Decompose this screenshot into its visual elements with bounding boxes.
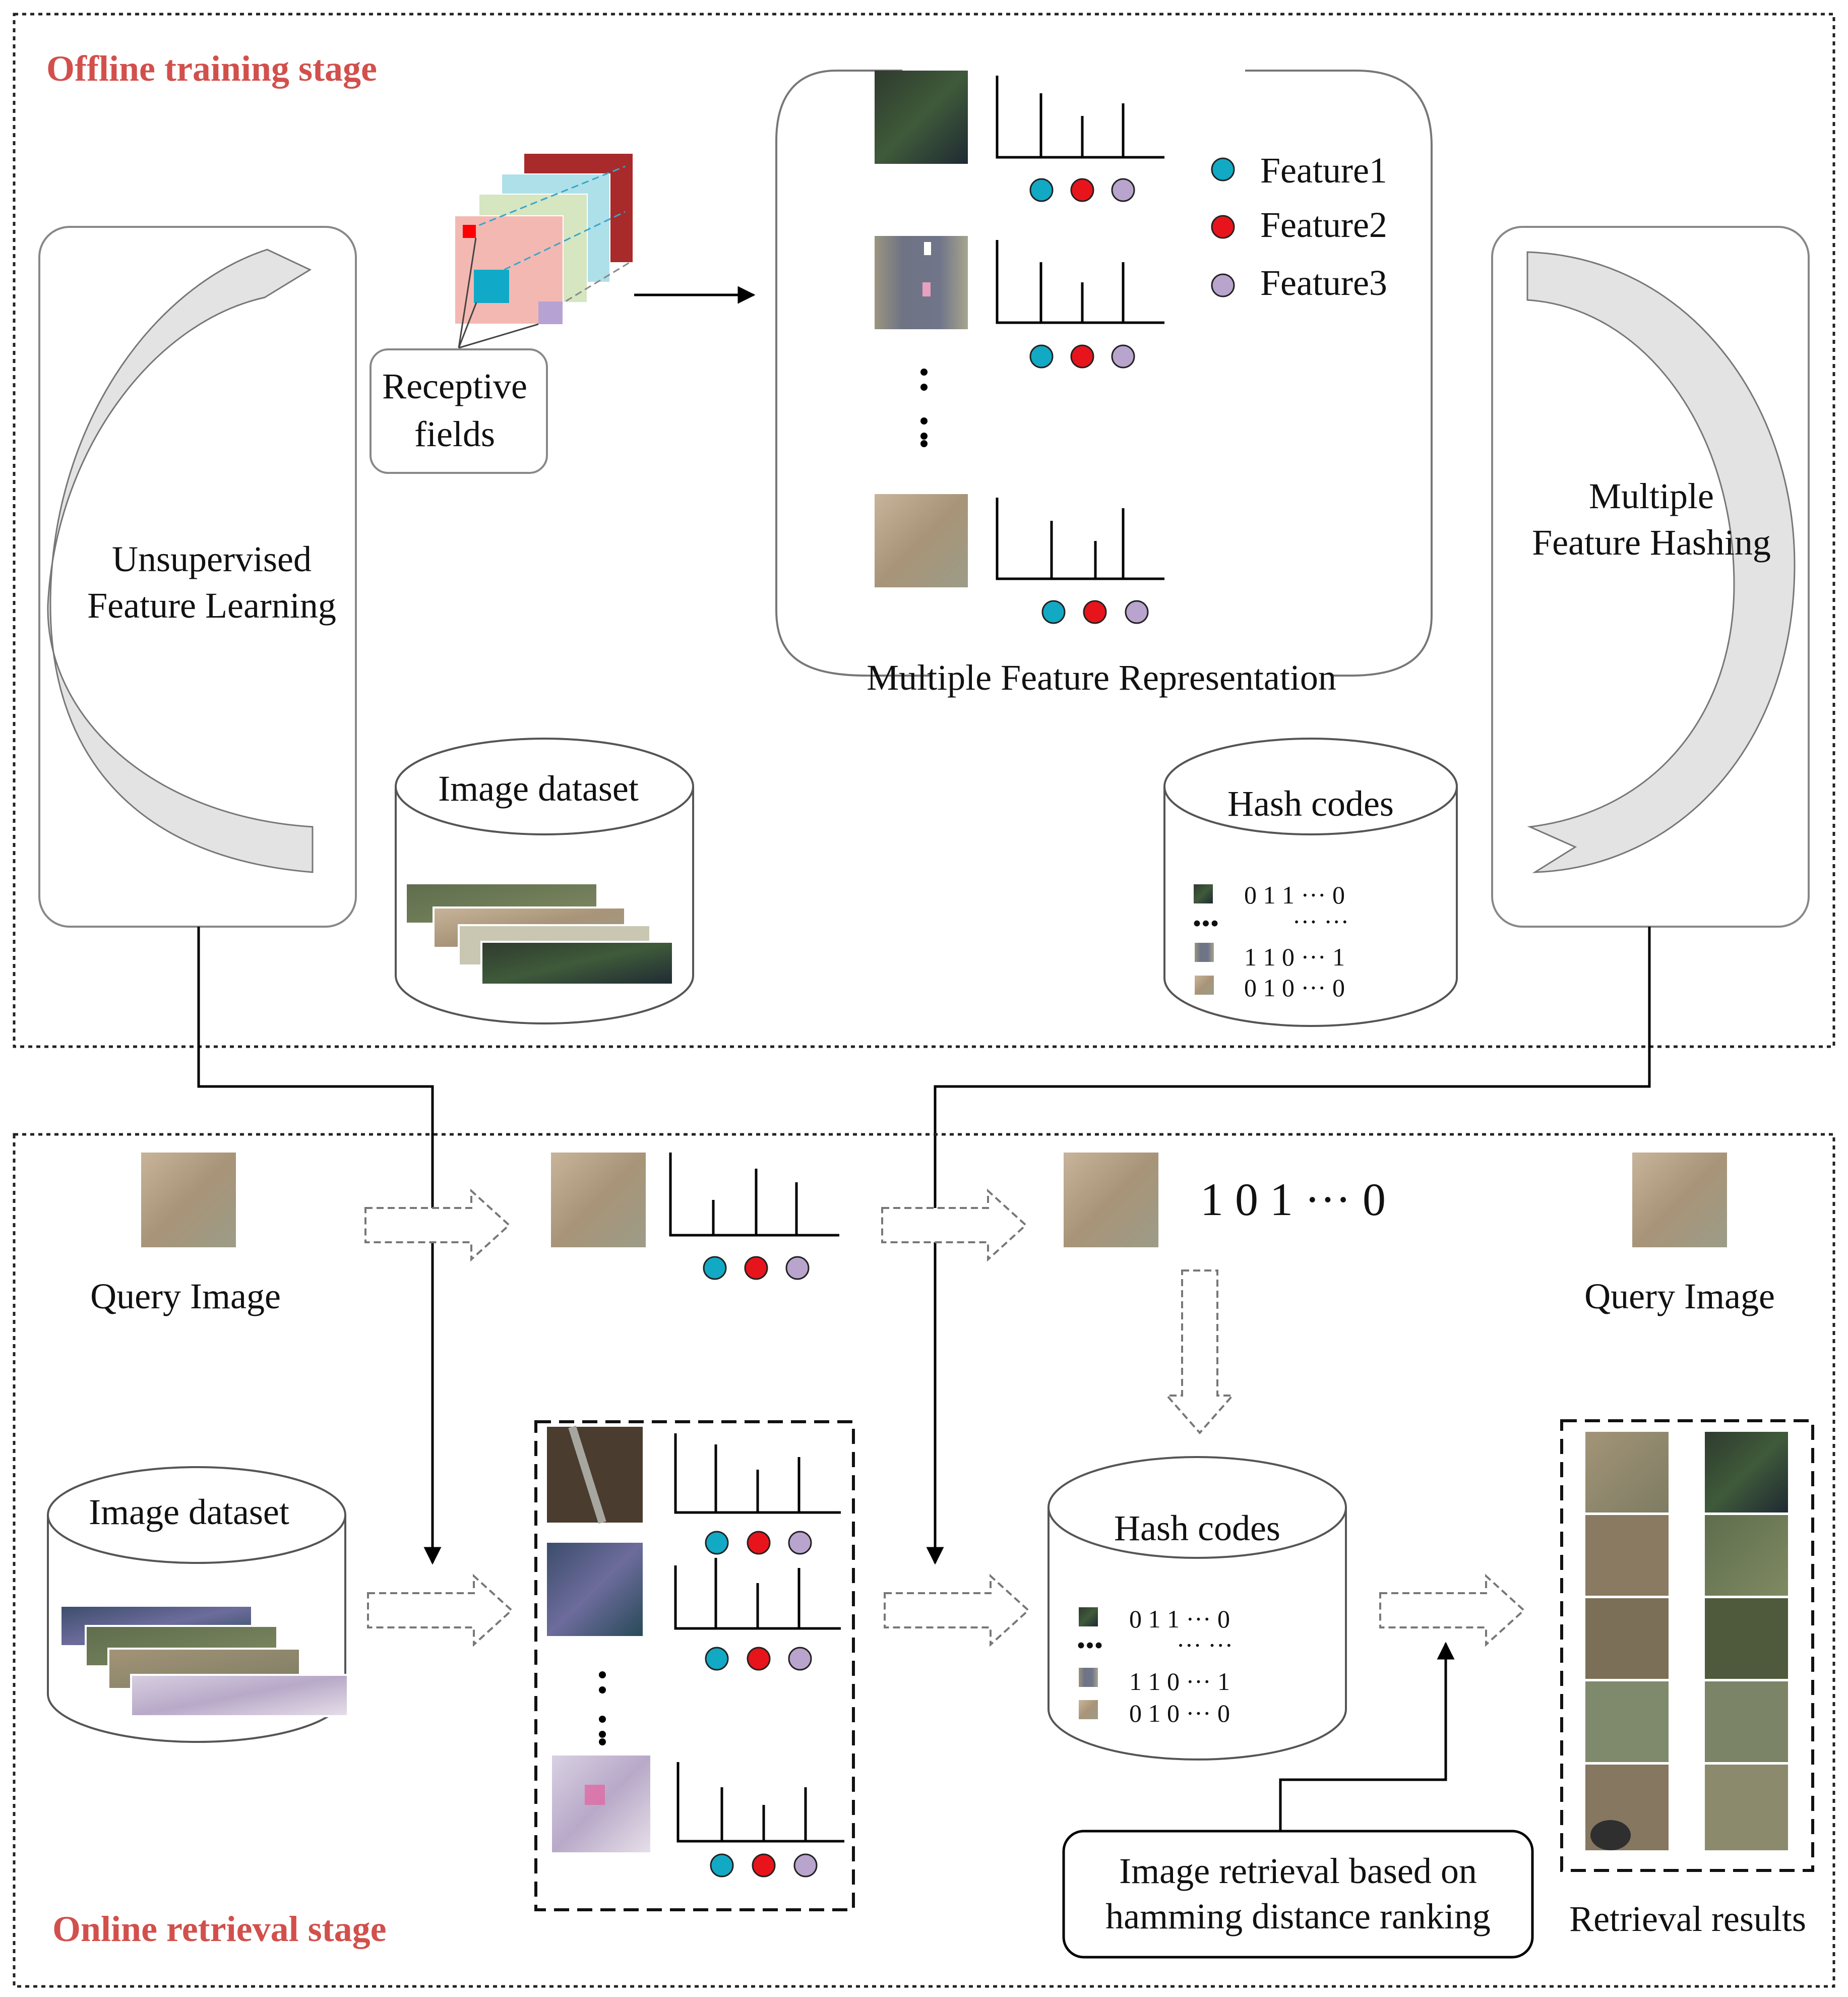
flow-arrow-icon <box>367 1574 513 1647</box>
online-hash-codes: Hash codes 0 1 1 ··· 0 ••• ··· ··· 1 1 0… <box>1048 1456 1347 1761</box>
multiple-feature-hashing-block: Multiple Feature Hashing <box>1491 226 1810 928</box>
query-histogram <box>669 1153 839 1280</box>
result-image <box>1705 1598 1788 1679</box>
cycle-arrow-icon <box>47 249 314 873</box>
representation-title: Multiple Feature Representation <box>867 657 1336 698</box>
dataset-image-strip <box>59 1605 349 1717</box>
online-code-2: ··· ··· <box>1177 1631 1233 1659</box>
unsupervised-label-1: Unsupervised <box>112 539 312 579</box>
legend-feature3: Feature3 <box>1260 263 1387 303</box>
offline-hash-label: Hash codes <box>1227 783 1394 824</box>
receptive-fields-stack <box>454 154 633 349</box>
retrieval-results-label: Retrieval results <box>1569 1899 1806 1939</box>
ranking-label-2: hamming distance ranking <box>1105 1896 1491 1937</box>
offline-code-1: 0 1 1 ··· 0 <box>1244 881 1345 909</box>
result-image <box>1585 1681 1669 1762</box>
histogram-1 <box>996 76 1164 202</box>
result-image <box>1585 1598 1669 1679</box>
offline-hash-codes: Hash codes 0 1 1 ··· 0 ••• ··· ··· 1 1 0… <box>1163 738 1458 1027</box>
legend-feature2: Feature2 <box>1260 205 1387 245</box>
query-hash-code: 1 0 1 ··· 0 <box>1200 1174 1386 1225</box>
offline-stage-frame <box>13 13 1835 1048</box>
online-code-ellipsis: ••• <box>1077 1631 1103 1659</box>
online-dataset-label: Image dataset <box>89 1492 289 1532</box>
online-hash-label: Hash codes <box>1114 1508 1280 1548</box>
result-image <box>1705 1681 1788 1762</box>
sample-image-forest <box>875 71 968 164</box>
learned-filters-connector <box>197 927 442 1565</box>
receptive-field-red <box>463 225 476 238</box>
histogram-3 <box>996 498 1164 624</box>
online-stage-title: Online retrieval stage <box>52 1909 387 1949</box>
hamming-ranking-box <box>1062 1830 1534 1959</box>
code-thumb <box>1079 1607 1098 1626</box>
retrieval-results-grid <box>1585 1432 1788 1850</box>
unsupervised-feature-learning-block: Unsupervised Feature Learning <box>38 226 357 928</box>
vertical-ellipsis <box>920 369 928 447</box>
query-image-result <box>1632 1153 1727 1247</box>
receptive-fields-box <box>369 348 548 474</box>
histogram-2 <box>996 240 1164 369</box>
offline-code-2: ··· ··· <box>1292 907 1349 936</box>
online-stage-frame <box>13 1133 1835 1988</box>
ranking-connector <box>1279 1642 1455 1830</box>
dataset-features-box <box>534 1420 855 1911</box>
flow-arrow-icon <box>364 1188 511 1262</box>
feature2-swatch <box>1211 215 1235 239</box>
code-thumb <box>1195 976 1214 995</box>
code-thumb <box>1079 1668 1098 1687</box>
retrieval-results-box <box>1560 1419 1814 1872</box>
offline-image-dataset: Image dataset <box>395 738 694 1024</box>
result-image <box>1705 1432 1788 1512</box>
feature-legend: Feature1 Feature2 Feature3 <box>1211 150 1387 303</box>
result-image <box>1705 1765 1788 1850</box>
dataset-image-strip <box>405 882 674 986</box>
offline-code-4: 0 1 0 ··· 0 <box>1244 974 1345 1002</box>
down-flow-arrow-icon <box>1164 1269 1235 1435</box>
result-image <box>1585 1432 1669 1512</box>
flow-arrow-icon <box>881 1188 1027 1262</box>
result-image <box>1705 1515 1788 1596</box>
receptive-label-1: Receptive <box>382 366 527 406</box>
code-thumb <box>1195 943 1214 962</box>
representation-bracket <box>775 70 1433 677</box>
online-code-4: 0 1 0 ··· 0 <box>1129 1699 1230 1727</box>
online-image-dataset: Image dataset <box>47 1466 349 1743</box>
flow-arrow-icon <box>1379 1574 1525 1647</box>
offline-code-3: 1 1 0 ··· 1 <box>1244 943 1345 971</box>
query-image-label: Query Image <box>90 1276 281 1316</box>
offline-stage-title: Offline training stage <box>46 48 377 89</box>
legend-feature1: Feature1 <box>1260 150 1387 191</box>
result-image <box>1585 1515 1669 1596</box>
unsupervised-label-2: Feature Learning <box>87 585 336 626</box>
hash-function-connector <box>926 927 1651 1565</box>
dataset-features <box>547 1425 844 1878</box>
online-code-1: 0 1 1 ··· 0 <box>1129 1605 1230 1633</box>
offline-code-ellipsis: ••• <box>1193 909 1219 937</box>
query-image-hashed <box>1064 1153 1158 1247</box>
sample-image-texture <box>547 1543 643 1636</box>
query-image-label-2: Query Image <box>1584 1276 1775 1316</box>
ranking-label-1: Image retrieval based on <box>1119 1851 1477 1891</box>
flow-arrow-icon <box>884 1574 1030 1647</box>
query-image <box>141 1153 236 1247</box>
query-image-features <box>551 1153 646 1247</box>
code-thumb <box>1194 884 1213 903</box>
sample-image-field <box>875 494 968 587</box>
offline-dataset-label: Image dataset <box>438 768 639 809</box>
multiple-feature-representation: Feature1 Feature2 Feature3 Multiple Feat… <box>775 70 1433 698</box>
online-code-3: 1 1 0 ··· 1 <box>1129 1667 1230 1696</box>
code-thumb <box>1079 1700 1098 1719</box>
cycle-arrow-icon <box>1526 251 1796 873</box>
sample-image-road <box>875 236 968 329</box>
hashing-label-2: Feature Hashing <box>1532 522 1771 563</box>
hashing-label-1: Multiple <box>1589 476 1714 516</box>
feature1-swatch <box>1211 157 1235 181</box>
feature3-swatch <box>1211 273 1235 297</box>
receptive-label-2: fields <box>414 414 495 454</box>
receptive-field-cyan <box>474 270 509 303</box>
receptive-field-purple <box>538 301 563 324</box>
